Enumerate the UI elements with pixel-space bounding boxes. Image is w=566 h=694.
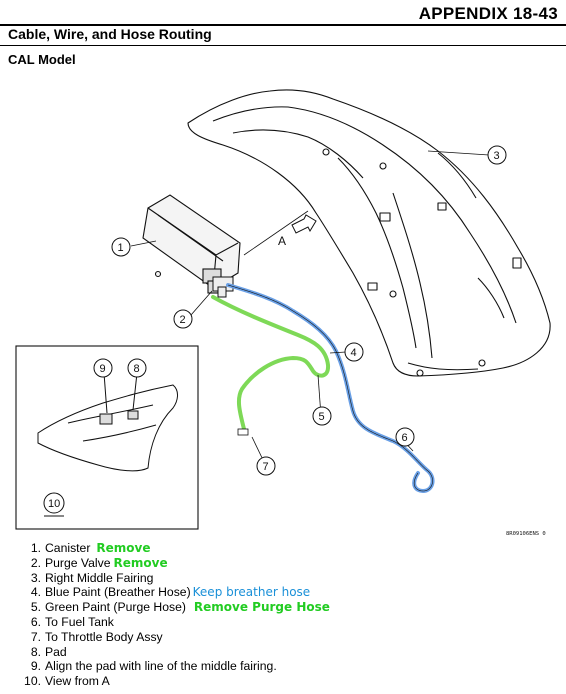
callout-7: 7: [256, 456, 276, 476]
svg-text:1: 1: [118, 242, 124, 254]
page-header: APPENDIX 18-43 Cable, Wire, and Hose Rou…: [0, 0, 566, 46]
legend-item: 5.Green Paint (Purge Hose)Remove Purge H…: [30, 600, 330, 615]
appendix-title: APPENDIX 18-43: [418, 4, 558, 23]
annotation-keep: Keep breather hose: [192, 585, 311, 600]
legend-item: 7.To Throttle Body Assy: [30, 629, 163, 644]
svg-text:9: 9: [100, 363, 106, 375]
callout-8: 8: [127, 358, 147, 378]
header-rule: [0, 24, 566, 26]
svg-text:3: 3: [494, 150, 500, 162]
svg-text:6: 6: [402, 432, 408, 444]
callout-9: 9: [93, 358, 113, 378]
legend-item: 9.Align the pad with line of the middle …: [30, 659, 277, 674]
purge-hose-green: [211, 295, 331, 431]
view-arrow-a: A: [278, 214, 317, 248]
callout-2: 2: [173, 309, 193, 329]
callouts: 1 2 3 4 5 6 7 8 9 10: [43, 145, 507, 517]
legend-item: 6.To Fuel Tank: [30, 614, 114, 629]
section-rule: [0, 45, 566, 46]
legend-item: 8.Pad: [30, 644, 67, 659]
legend-item: 4.Blue Paint (Breather Hose)Keep breathe…: [30, 585, 311, 600]
purge-valve-drawing: [212, 276, 234, 298]
callout-6: 6: [395, 427, 415, 447]
svg-text:8: 8: [134, 363, 140, 375]
routing-diagram-svg: A 1 2 3 4 5: [15, 89, 551, 537]
callout-1: 1: [111, 237, 131, 257]
svg-text:7: 7: [263, 461, 269, 473]
callout-5: 5: [312, 406, 332, 426]
legend-item: 3.Right Middle Fairing: [30, 570, 154, 585]
svg-text:10: 10: [48, 498, 60, 510]
legend-item: 10.View from A: [24, 674, 110, 689]
routing-diagram: A 1 2 3 4 5: [8, 73, 560, 539]
annotation-remove-hose: Remove Purge Hose: [193, 600, 330, 615]
svg-text:5: 5: [319, 411, 325, 423]
model-title: CAL Model: [8, 52, 76, 67]
annotation-remove: Remove: [96, 541, 151, 555]
view-label: A: [278, 234, 286, 248]
section-title: Cable, Wire, and Hose Routing: [8, 26, 212, 42]
callout-10: 10: [43, 492, 65, 517]
callout-3: 3: [487, 145, 507, 165]
annotation-remove: Remove: [113, 555, 168, 570]
fairing-drawing: [187, 89, 551, 377]
callout-4: 4: [344, 342, 364, 362]
svg-text:2: 2: [180, 314, 186, 326]
svg-text:4: 4: [351, 347, 357, 359]
figure-code: 8R09106ENS 0: [506, 531, 546, 537]
inset-drawing: [37, 372, 178, 472]
